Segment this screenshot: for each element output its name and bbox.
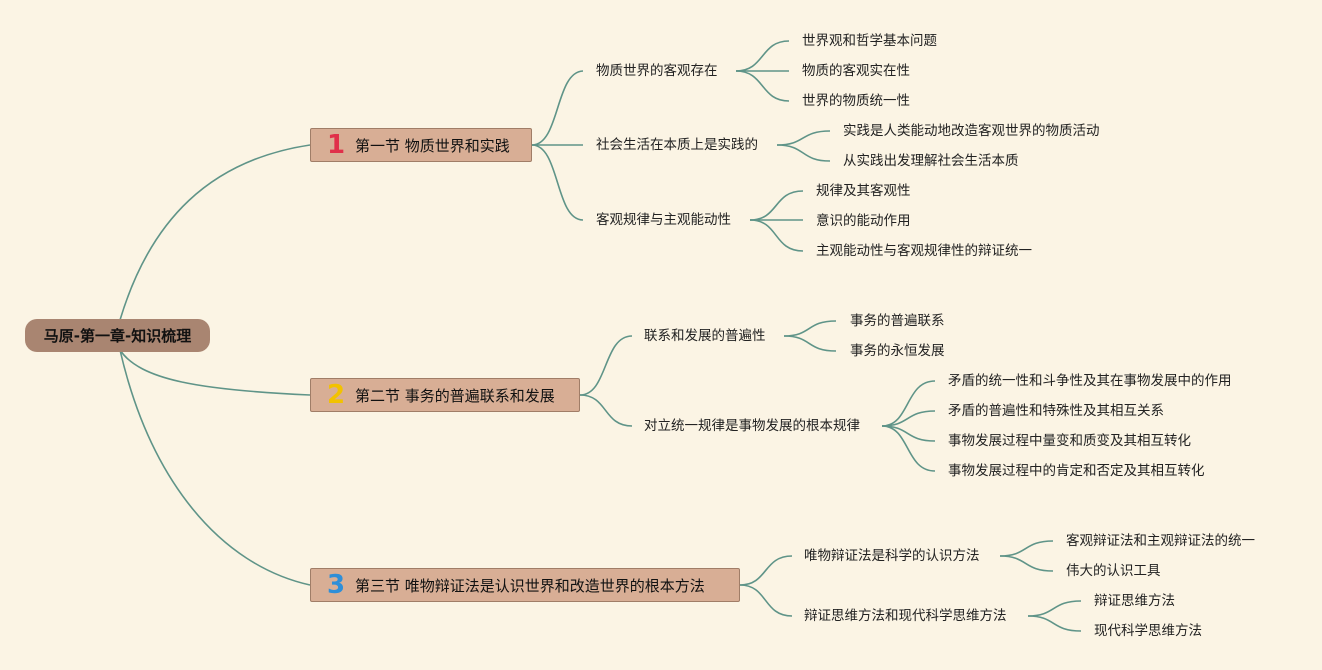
leaf-1-3-3[interactable]: 主观能动性与客观规律性的辩证统一 (816, 243, 1032, 259)
leaf-1-3-2[interactable]: 意识的能动作用 (816, 213, 911, 229)
section-1-topic[interactable]: 1 第一节 物质世界和实践 (310, 128, 532, 162)
subtopic-1-1[interactable]: 物质世界的客观存在 (596, 63, 718, 79)
root-topic[interactable]: 马原-第一章-知识梳理 (25, 319, 210, 352)
section-2-topic[interactable]: 2 第二节 事务的普遍联系和发展 (310, 378, 580, 412)
leaf-2-1-2[interactable]: 事务的永恒发展 (850, 343, 945, 359)
number-3-icon: 3 (326, 570, 346, 600)
section-1-title: 第一节 物质世界和实践 (355, 136, 510, 155)
section-3-title: 第三节 唯物辩证法是认识世界和改造世界的根本方法 (355, 576, 705, 595)
leaf-2-2-3[interactable]: 事物发展过程中量变和质变及其相互转化 (948, 433, 1191, 449)
subtopic-2-1[interactable]: 联系和发展的普遍性 (644, 328, 766, 344)
leaf-1-1-3[interactable]: 世界的物质统一性 (802, 93, 910, 109)
leaf-2-2-2[interactable]: 矛盾的普遍性和特殊性及其相互关系 (948, 403, 1164, 419)
leaf-2-2-1[interactable]: 矛盾的统一性和斗争性及其在事物发展中的作用 (948, 373, 1232, 389)
number-1-icon: 1 (326, 130, 346, 160)
leaf-3-1-2[interactable]: 伟大的认识工具 (1066, 563, 1161, 579)
leaf-1-1-2[interactable]: 物质的客观实在性 (802, 63, 910, 79)
subtopic-2-2[interactable]: 对立统一规律是事物发展的根本规律 (644, 418, 860, 434)
number-2-icon: 2 (326, 380, 346, 410)
leaf-3-2-2[interactable]: 现代科学思维方法 (1094, 623, 1202, 639)
leaf-2-1-1[interactable]: 事务的普遍联系 (850, 313, 945, 329)
leaf-1-3-1[interactable]: 规律及其客观性 (816, 183, 911, 199)
subtopic-1-3[interactable]: 客观规律与主观能动性 (596, 212, 731, 228)
leaf-1-2-1[interactable]: 实践是人类能动地改造客观世界的物质活动 (843, 123, 1100, 139)
leaf-2-2-4[interactable]: 事物发展过程中的肯定和否定及其相互转化 (948, 463, 1205, 479)
leaf-3-1-1[interactable]: 客观辩证法和主观辩证法的统一 (1066, 533, 1255, 549)
section-3-topic[interactable]: 3 第三节 唯物辩证法是认识世界和改造世界的根本方法 (310, 568, 740, 602)
subtopic-3-2[interactable]: 辩证思维方法和现代科学思维方法 (804, 608, 1007, 624)
section-2-title: 第二节 事务的普遍联系和发展 (355, 386, 555, 405)
leaf-1-1-1[interactable]: 世界观和哲学基本问题 (802, 33, 937, 49)
leaf-1-2-2[interactable]: 从实践出发理解社会生活本质 (843, 153, 1019, 169)
subtopic-1-2[interactable]: 社会生活在本质上是实践的 (596, 137, 758, 153)
subtopic-3-1[interactable]: 唯物辩证法是科学的认识方法 (804, 548, 980, 564)
leaf-3-2-1[interactable]: 辩证思维方法 (1094, 593, 1175, 609)
